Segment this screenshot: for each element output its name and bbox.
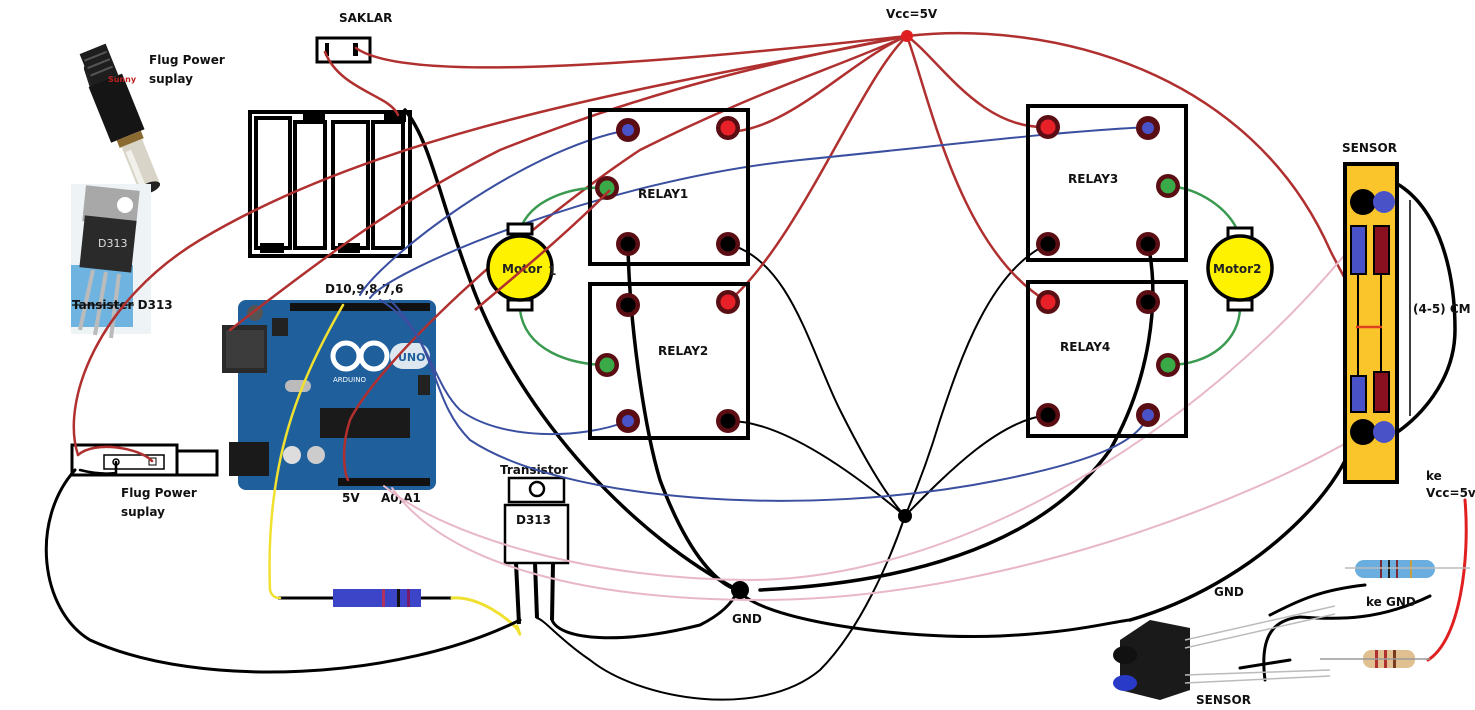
relay-label: RELAY1 bbox=[638, 187, 688, 201]
sensor-distance-label: (4-5) CM bbox=[1413, 302, 1471, 316]
vcc-junction-node bbox=[901, 30, 913, 42]
sensor-board bbox=[1343, 162, 1399, 484]
ir-sensor-module bbox=[1113, 560, 1470, 700]
switch[interactable] bbox=[315, 36, 372, 64]
arduino-uno-text: UNO bbox=[398, 351, 426, 364]
ke-vcc-label-2: Vcc=5v bbox=[1426, 486, 1475, 500]
vcc-label: Vcc=5V bbox=[886, 7, 938, 21]
switch-label: SAKLAR bbox=[339, 11, 392, 25]
sensor-gnd-label: GND bbox=[1214, 585, 1244, 599]
arduino-uno-board: UNO ARDUINO bbox=[222, 300, 436, 490]
svg-text:Sunny: Sunny bbox=[108, 75, 137, 84]
transistor-d313 bbox=[503, 476, 570, 625]
relay-box bbox=[588, 108, 750, 266]
terminal-core bbox=[720, 120, 736, 136]
terminal-core bbox=[622, 415, 634, 427]
ke-gnd-label: ke GND bbox=[1366, 595, 1416, 609]
relay-3: RELAY3 bbox=[1026, 104, 1188, 262]
motor-2: Motor2 bbox=[1206, 226, 1274, 312]
plug-top-label-1: Flug Power bbox=[149, 53, 225, 67]
terminal-core bbox=[622, 124, 634, 136]
motor-1-suffix: 1 bbox=[548, 264, 556, 278]
terminal-core bbox=[599, 180, 615, 196]
plug-bottom-label-2: suplay bbox=[121, 505, 165, 519]
transistor-part-label: D313 bbox=[516, 513, 551, 527]
battery-holder bbox=[248, 110, 412, 258]
relay-1: RELAY1 bbox=[588, 108, 750, 266]
photo-chip-text: D313 bbox=[98, 237, 127, 250]
relay-box bbox=[1026, 280, 1188, 438]
power-plug-bottom[interactable] bbox=[70, 443, 219, 477]
base-resistor bbox=[278, 589, 452, 607]
terminal-core bbox=[720, 413, 736, 429]
transistor-photo: D313 bbox=[71, 184, 151, 339]
relay-box bbox=[588, 282, 750, 440]
terminal-core bbox=[1142, 409, 1154, 421]
ke-vcc-label-1: ke bbox=[1426, 469, 1442, 483]
terminal-core bbox=[1140, 236, 1156, 252]
terminal-core bbox=[1040, 236, 1056, 252]
terminal-core bbox=[1142, 122, 1154, 134]
wires bbox=[44, 31, 1468, 701]
terminal-core bbox=[620, 297, 636, 313]
sensor-board-label: SENSOR bbox=[1342, 141, 1397, 155]
sensor-module-label: SENSOR bbox=[1196, 693, 1251, 707]
relay-label: RELAY4 bbox=[1060, 340, 1110, 354]
terminal-core bbox=[720, 236, 736, 252]
relay-label: RELAY3 bbox=[1068, 172, 1118, 186]
terminal-core bbox=[1160, 357, 1176, 373]
relay-2: RELAY2 bbox=[588, 282, 750, 440]
terminal-core bbox=[1140, 294, 1156, 310]
gnd-label: GND bbox=[732, 612, 762, 626]
gnd-junction-node-right bbox=[898, 509, 912, 523]
relay-box bbox=[1026, 104, 1188, 262]
plug-top-label-2: suplay bbox=[149, 72, 193, 86]
relay-4: RELAY4 bbox=[1026, 280, 1188, 438]
terminal-core bbox=[1040, 119, 1056, 135]
terminal-core bbox=[1160, 178, 1176, 194]
terminal-core bbox=[1040, 407, 1056, 423]
terminal-core bbox=[1040, 294, 1056, 310]
gnd-junction-node bbox=[731, 581, 749, 599]
plug-bottom-label-1: Flug Power bbox=[121, 486, 197, 500]
arduino-logo-text: ARDUINO bbox=[333, 376, 366, 384]
motor-1: Motor 1 bbox=[486, 222, 556, 312]
terminal-core bbox=[620, 236, 636, 252]
arduino-5v-label: 5V bbox=[342, 491, 360, 505]
terminal-core bbox=[599, 357, 615, 373]
motor-2-label: Motor2 bbox=[1213, 262, 1261, 276]
terminal-core bbox=[720, 294, 736, 310]
relay-label: RELAY2 bbox=[658, 344, 708, 358]
